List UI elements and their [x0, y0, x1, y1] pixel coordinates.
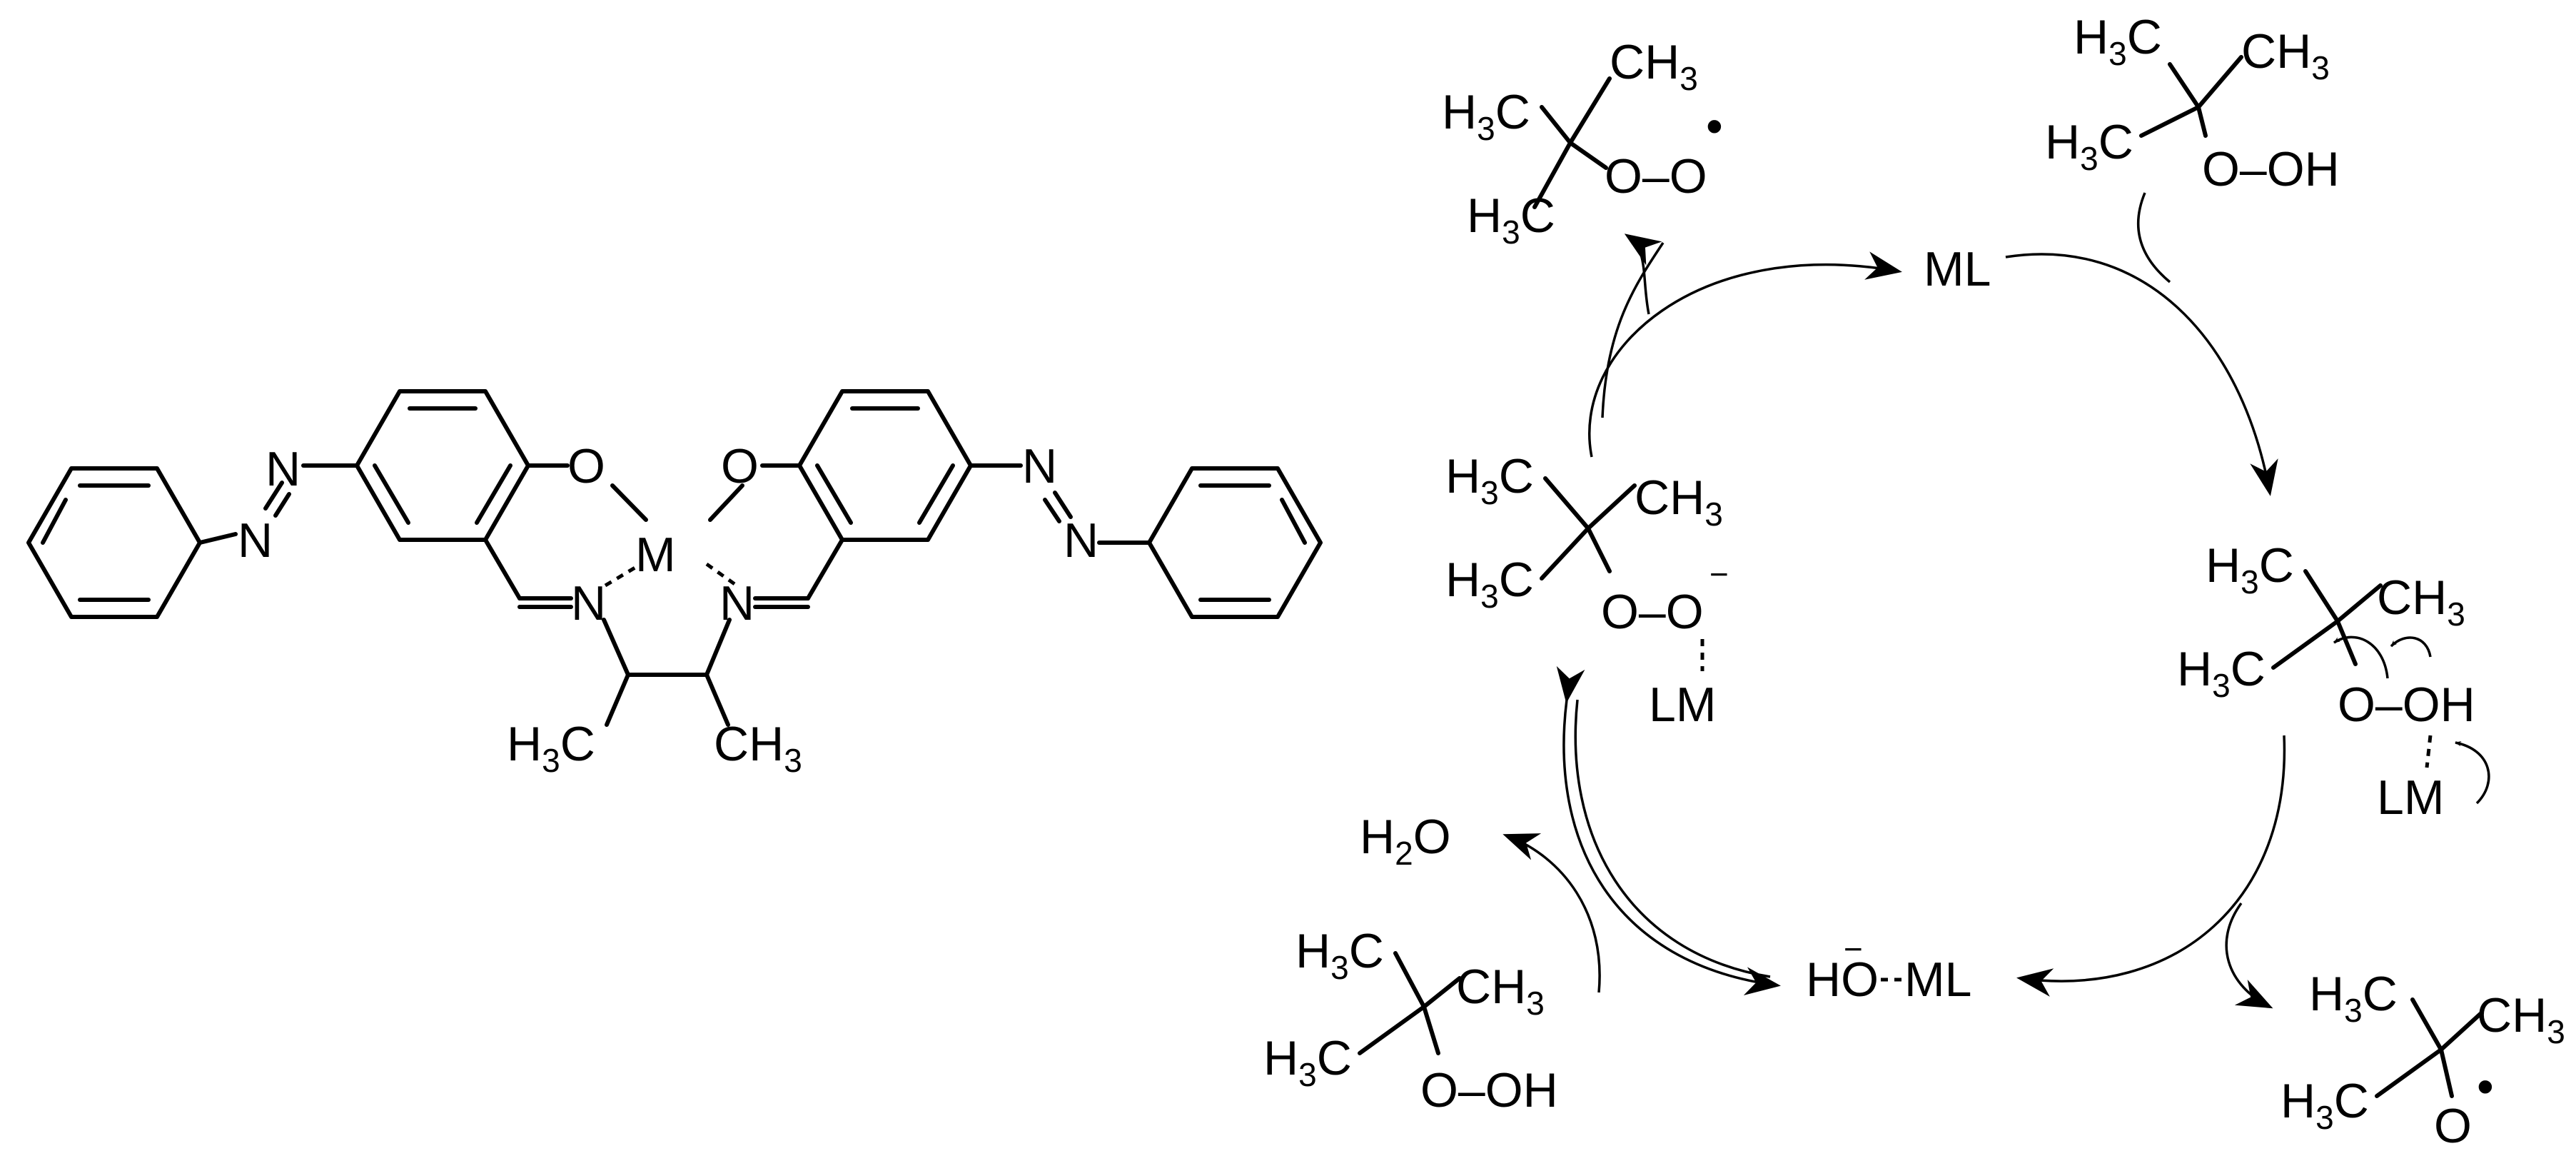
phenoxide-o-left: O — [567, 439, 605, 493]
svg-text:CH3: CH3 — [1610, 35, 1698, 97]
electron-push-arrow-3 — [2455, 741, 2490, 805]
arc-ml-to-adduct — [2005, 253, 2278, 496]
arc-adduct-to-hydroxide — [2016, 735, 2286, 997]
svg-text:H3C: H3C — [1445, 449, 1534, 511]
water-exit-arrow — [1502, 833, 1601, 993]
svg-text:CH3: CH3 — [1635, 471, 1723, 533]
svg-text:H3C: H3C — [2309, 967, 2398, 1029]
svg-text:LM: LM — [1649, 678, 1716, 732]
svg-text:H3C: H3C — [1442, 85, 1530, 147]
imine-n-right: N — [719, 576, 754, 630]
peroxyl-exit-pre — [1601, 242, 1665, 418]
peroxyl-radical-top: H3C CH3 H3C O–O • — [1442, 35, 1723, 251]
svg-text:ML: ML — [1904, 953, 1971, 1007]
azo-n-right-bottom: N — [1064, 513, 1098, 568]
svg-text:−: − — [1844, 930, 1863, 967]
svg-text:HO: HO — [1806, 953, 1879, 1007]
arc-peroxide-to-ml — [1587, 251, 1902, 458]
svg-text:O: O — [2434, 1099, 2472, 1153]
svg-text:H3C: H3C — [2206, 538, 2294, 600]
svg-text:O–OH: O–OH — [1420, 1063, 1558, 1117]
svg-text:O–O: O–O — [1601, 585, 1704, 639]
arc-hydroxide-to-peroxide-outer — [1556, 665, 1781, 995]
tbhp-entry-arc — [2137, 192, 2171, 283]
metal-tbhp-adduct-right: H3C CH3 H3C O–OH LM — [2177, 538, 2490, 825]
metal-center: M — [635, 528, 676, 582]
arc-hydroxide-to-peroxide-inner — [1574, 699, 1771, 978]
left-phenyl-ring — [26, 466, 202, 619]
svg-text:H3C: H3C — [1263, 1031, 1352, 1093]
methyl-left: H3C — [507, 717, 595, 779]
right-phenyl-ring — [1147, 466, 1323, 619]
svg-text:•: • — [2477, 1060, 2494, 1114]
azo-n-left-bottom: N — [238, 513, 273, 568]
azo-n-left-top: N — [266, 442, 300, 496]
svg-text:H3C: H3C — [1295, 924, 1384, 986]
svg-text:H3C: H3C — [2045, 115, 2133, 177]
svg-text:LM: LM — [2377, 770, 2444, 825]
alkoxyl-exit-arrow — [2225, 902, 2273, 1009]
phenoxide-o-right: O — [721, 439, 759, 493]
electron-push-arrow-1 — [2333, 635, 2389, 679]
svg-text:O–OH: O–OH — [2338, 678, 2475, 732]
svg-text:H3C: H3C — [2280, 1074, 2369, 1136]
svg-text:−: − — [1709, 556, 1729, 593]
svg-text:CH3: CH3 — [2241, 24, 2330, 86]
catalytic-cycle: ML H2O HO − ML H3C CH3 H3C — [1263, 10, 2565, 1153]
svg-text:CH3: CH3 — [2377, 571, 2465, 633]
svg-text:H3C: H3C — [2074, 10, 2162, 72]
tbhp-bottom: H3C CH3 H3C O–OH — [1263, 924, 1558, 1117]
left-phenol-ring — [355, 389, 530, 542]
methyl-right: CH3 — [714, 717, 802, 779]
imine-n-left: N — [571, 576, 606, 630]
water-label: H2O — [1360, 810, 1451, 872]
salen-complex-structure: N N O N M O N — [26, 389, 1323, 779]
tbhp-top: H3C CH3 H3C O–OH — [2045, 10, 2340, 196]
svg-text:•: • — [1706, 99, 1723, 154]
azo-n-right-top: N — [1022, 439, 1057, 493]
svg-text:O–OH: O–OH — [2202, 142, 2340, 196]
electron-push-arrow-2 — [2390, 636, 2432, 658]
svg-text:O–O: O–O — [1605, 149, 1707, 203]
metal-peroxide-left: H3C CH3 H3C O–O − LM — [1445, 449, 1729, 732]
alkoxyl-radical-bottom: H3C CH3 H3C O • — [2280, 967, 2565, 1153]
hydroxide-complex: HO − ML — [1806, 930, 1971, 1007]
svg-text:CH3: CH3 — [2477, 988, 2565, 1050]
peroxyl-exit-arrow — [1624, 233, 1662, 315]
svg-text:H3C: H3C — [2177, 642, 2266, 704]
svg-text:H3C: H3C — [1445, 553, 1534, 615]
catalyst-ml-label: ML — [1924, 242, 1991, 296]
svg-text:CH3: CH3 — [1456, 960, 1545, 1022]
right-phenol-ring — [797, 389, 973, 542]
